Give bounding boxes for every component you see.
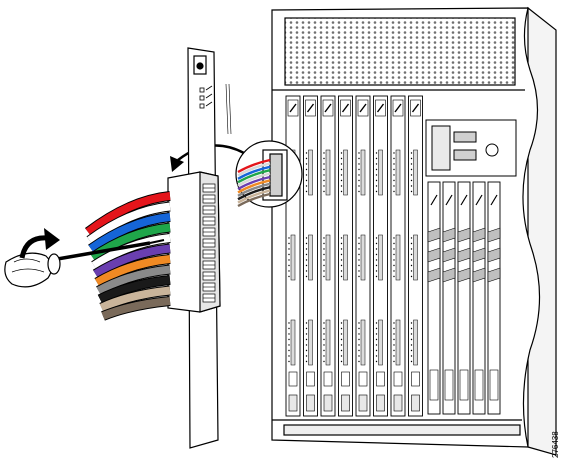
- terminal-block: [167, 171, 221, 313]
- fiber-card: [472, 181, 486, 415]
- wire: [98, 276, 171, 303]
- callout-wire: [237, 192, 271, 208]
- line-card: [303, 95, 318, 417]
- callout-wire: [237, 165, 271, 180]
- screwdriver: [4, 239, 165, 288]
- line-card: [285, 95, 301, 417]
- rotation-arrow: [19, 235, 49, 259]
- wire: [85, 192, 171, 236]
- fiber-card: [427, 181, 441, 415]
- fiber-card-slots: [427, 181, 501, 415]
- wire: [96, 265, 171, 295]
- connector-callout: [235, 140, 303, 208]
- callout-wire: [237, 186, 271, 201]
- callout-wire: [237, 175, 271, 191]
- wire: [94, 255, 171, 286]
- fiber-card: [487, 181, 501, 415]
- line-card: [320, 95, 336, 417]
- wire: [99, 286, 171, 312]
- line-card: [408, 95, 423, 417]
- line-card: [390, 95, 406, 417]
- wire: [93, 244, 171, 278]
- line-card: [355, 95, 371, 417]
- callout-wire: [237, 158, 271, 174]
- figure-id-label: 276438: [551, 431, 560, 458]
- vent-grille: [284, 17, 516, 86]
- wire-bundle: [84, 191, 171, 321]
- callout-wire: [237, 169, 271, 184]
- wire: [88, 213, 171, 253]
- line-card: [338, 95, 353, 417]
- control-module: [425, 119, 517, 177]
- callout-wire: [237, 179, 271, 194]
- fiber-card: [457, 181, 471, 415]
- wire: [101, 297, 171, 320]
- callout-wire: [237, 182, 271, 197]
- callout-wire: [237, 189, 271, 204]
- line-card: [373, 95, 388, 417]
- callout-wire: [237, 162, 271, 177]
- wire: [87, 202, 171, 244]
- callout-wire: [237, 172, 271, 187]
- fiber-card: [442, 181, 456, 415]
